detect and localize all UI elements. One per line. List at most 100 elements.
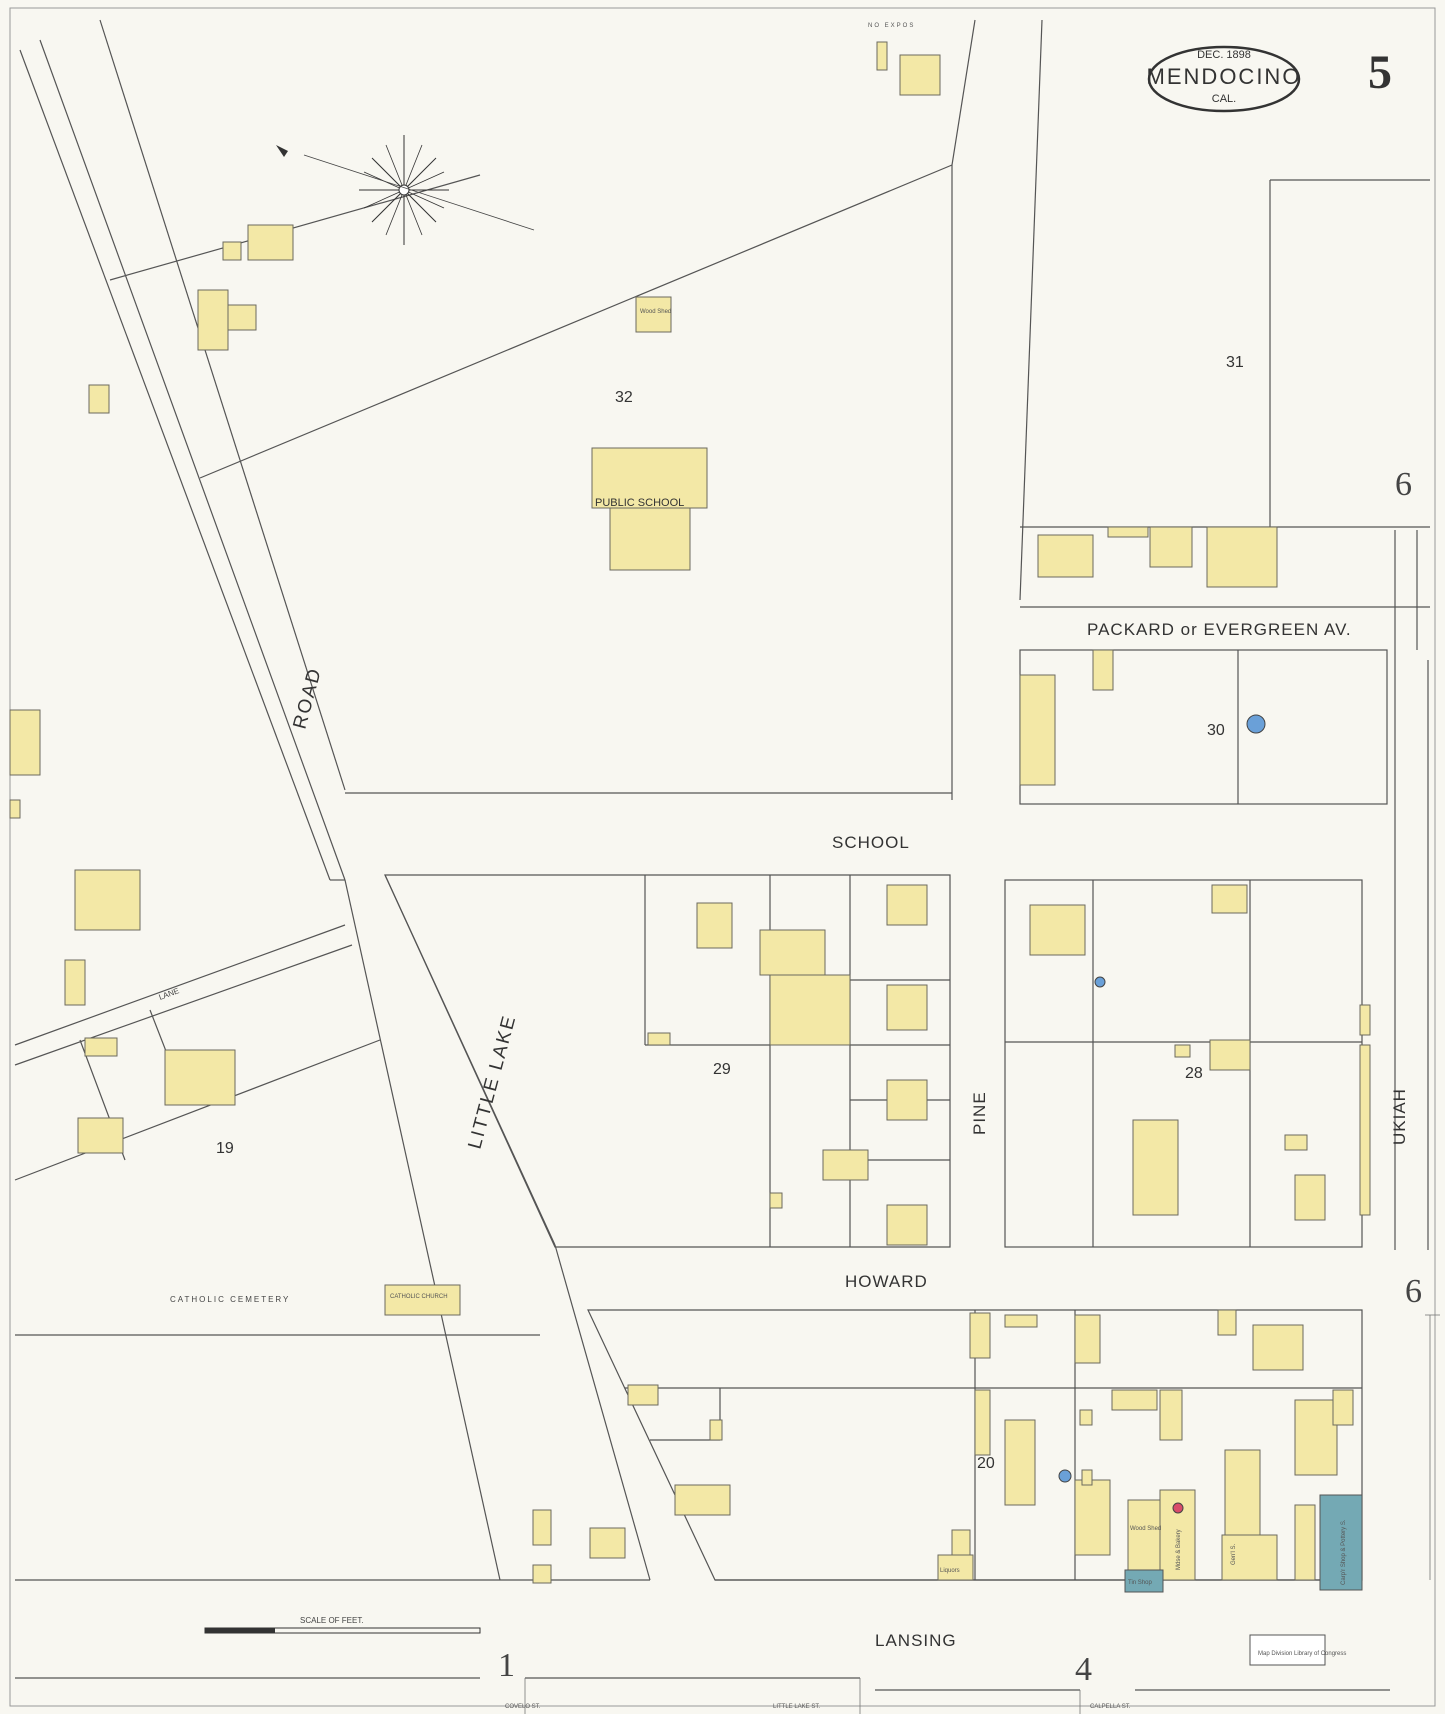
street-calpella: CALPELLA ST. bbox=[1090, 1704, 1131, 1710]
building bbox=[1359, 1044, 1371, 1216]
library-stamp: Map Division Library of Congress bbox=[1249, 1634, 1346, 1666]
building bbox=[9, 709, 41, 776]
building bbox=[822, 1149, 869, 1181]
carpenter-pottery-shop bbox=[1319, 1494, 1363, 1591]
building bbox=[1019, 674, 1056, 786]
building bbox=[222, 241, 242, 261]
dwelling bbox=[1074, 1479, 1111, 1556]
dwelling bbox=[1029, 904, 1086, 956]
compass-rose-icon bbox=[276, 135, 535, 245]
building bbox=[532, 1509, 552, 1546]
street-howard: HOWARD bbox=[845, 1272, 928, 1291]
general-store-label: Gen'l S. bbox=[1231, 1544, 1237, 1565]
public-school-wing bbox=[609, 507, 691, 571]
dwelling bbox=[1294, 1174, 1326, 1221]
lot-line bbox=[199, 164, 953, 479]
tin-shop bbox=[1124, 1569, 1164, 1593]
building bbox=[1294, 1504, 1316, 1581]
building bbox=[1359, 1004, 1371, 1036]
building bbox=[1149, 526, 1193, 568]
building bbox=[1284, 1134, 1308, 1151]
liquors-label: Liquors bbox=[940, 1568, 960, 1574]
well-icon bbox=[1094, 976, 1106, 988]
building bbox=[532, 1564, 552, 1584]
store bbox=[64, 959, 86, 1006]
building bbox=[1074, 1314, 1101, 1364]
dwelling bbox=[164, 1049, 236, 1106]
building bbox=[974, 1389, 991, 1456]
building bbox=[769, 1192, 783, 1209]
sheet-number: 5 bbox=[1368, 46, 1392, 99]
liquors-store bbox=[937, 1554, 974, 1581]
dwelling bbox=[247, 224, 294, 261]
building bbox=[709, 1419, 723, 1441]
porch bbox=[1107, 526, 1149, 538]
dwelling bbox=[1132, 1119, 1179, 1216]
block-number-31: 31 bbox=[1226, 354, 1244, 371]
adjoining-sheet-6-lower: 6 bbox=[1405, 1273, 1422, 1310]
building bbox=[951, 1529, 971, 1556]
building bbox=[9, 799, 21, 819]
building bbox=[876, 41, 888, 71]
street-pine: PINE bbox=[970, 1091, 989, 1135]
road-edge-west bbox=[19, 49, 331, 881]
building bbox=[1211, 884, 1248, 914]
block-number-32: 32 bbox=[615, 389, 633, 406]
dwelling bbox=[1224, 1449, 1261, 1536]
road-edge-west-2 bbox=[39, 39, 346, 881]
scale-label: SCALE OF FEET. bbox=[300, 1616, 364, 1625]
map-town: MENDOCINO bbox=[1147, 64, 1302, 89]
building bbox=[1159, 1389, 1183, 1441]
street-little-lake-st: LITTLE LAKE ST. bbox=[773, 1704, 820, 1710]
dwelling bbox=[227, 304, 257, 331]
street-ukiah: UKIAH bbox=[1390, 1088, 1409, 1145]
wood-shed-label: Wood Shed bbox=[640, 309, 671, 315]
dwelling bbox=[589, 1527, 626, 1559]
tin-shop-label: Tin Shop bbox=[1128, 1580, 1152, 1586]
block-number-29: 29 bbox=[713, 1061, 731, 1078]
street-lane: LANE bbox=[158, 986, 181, 1002]
little-lake-west bbox=[344, 879, 501, 1581]
dwelling bbox=[197, 289, 229, 351]
dwelling bbox=[696, 902, 733, 949]
building bbox=[1217, 1309, 1237, 1336]
dwelling bbox=[1004, 1419, 1036, 1506]
building bbox=[1004, 1314, 1038, 1328]
no-expos-label: NO EXPOS bbox=[868, 23, 915, 29]
title-cartouche: DEC. 1898 MENDOCINO CAL. bbox=[1147, 45, 1302, 113]
building bbox=[1174, 1044, 1191, 1058]
dwelling bbox=[1206, 526, 1278, 588]
block-number-20: 20 bbox=[977, 1455, 995, 1472]
adjoining-sheet-1: 1 bbox=[498, 1647, 515, 1684]
wood-shed bbox=[635, 296, 672, 333]
dwelling bbox=[899, 54, 941, 96]
lane-north bbox=[14, 924, 346, 1046]
building bbox=[1081, 1469, 1093, 1486]
building bbox=[77, 1117, 124, 1154]
dwelling bbox=[1037, 534, 1094, 578]
public-school-building bbox=[591, 447, 708, 509]
building bbox=[969, 1312, 991, 1359]
street-little-lake: LITTLE LAKE bbox=[465, 1012, 521, 1151]
block30 bbox=[1019, 649, 1388, 805]
block-number-28: 28 bbox=[1185, 1065, 1203, 1082]
wood-shed bbox=[1127, 1499, 1164, 1573]
adjoining-sheet-6-upper: 6 bbox=[1395, 466, 1412, 503]
road-edge-east bbox=[99, 19, 346, 791]
street-lansing: LANSING bbox=[875, 1631, 957, 1650]
buildings bbox=[9, 41, 1371, 1584]
building bbox=[1209, 1039, 1251, 1071]
oven-icon bbox=[1172, 1502, 1184, 1514]
water-tank-icon-2 bbox=[1058, 1469, 1072, 1483]
building bbox=[759, 929, 826, 976]
building bbox=[88, 384, 110, 414]
public-school-label: PUBLIC SCHOOL bbox=[595, 497, 684, 509]
building bbox=[769, 974, 851, 1046]
catholic-church bbox=[384, 1284, 461, 1316]
lot-line bbox=[14, 1039, 381, 1181]
little-lake-east-2 bbox=[554, 1244, 651, 1581]
dwelling bbox=[886, 1079, 928, 1121]
dwelling bbox=[674, 1484, 731, 1516]
